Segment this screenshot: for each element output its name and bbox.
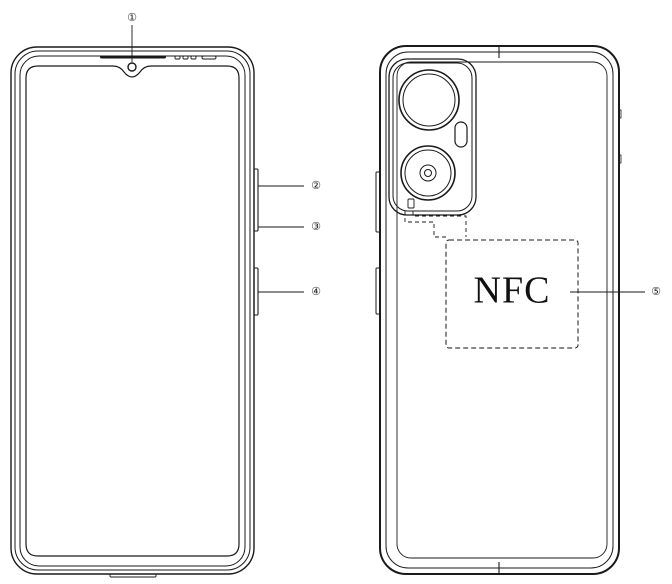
nfc-label: NFC — [474, 270, 551, 312]
front-outer-frame — [10, 46, 255, 575]
nfc-antenna-trace-2 — [412, 211, 467, 237]
second-camera-lens-ring — [419, 164, 437, 182]
back-side-button-1 — [375, 171, 381, 233]
callout-1-label: ① — [127, 11, 137, 24]
callout-5-label: ⑤ — [651, 285, 661, 298]
front-camera-icon — [127, 62, 137, 72]
phone-back-view: NFC — [375, 45, 622, 575]
volume-button — [253, 168, 259, 232]
back-side-mark-1 — [618, 109, 622, 119]
callout-3: ③ — [258, 220, 321, 233]
front-bottom-edge — [109, 573, 157, 578]
second-camera-lens-center — [424, 169, 432, 177]
callout-4-label: ④ — [311, 285, 321, 298]
nfc-area — [445, 239, 579, 349]
back-panel-inset — [396, 61, 608, 559]
main-camera-lens-outer — [398, 69, 460, 131]
nfc-antenna-trace — [404, 211, 446, 238]
callout-3-label: ③ — [311, 220, 321, 233]
mic-hole-icon — [407, 198, 415, 209]
callout-1: ① — [127, 11, 137, 62]
phone-front-view — [10, 46, 259, 578]
sensor-slot-2 — [182, 55, 189, 60]
sensor-slot-3 — [190, 55, 197, 60]
flash-icon — [454, 121, 468, 148]
second-camera-lens-inner — [404, 149, 452, 197]
camera-module-inner — [392, 62, 473, 212]
earpiece-speaker — [100, 55, 166, 59]
sensor-slot-4 — [201, 55, 217, 60]
power-button — [253, 267, 259, 316]
sensor-slot-1 — [174, 55, 181, 60]
camera-module — [388, 58, 477, 216]
second-camera-lens-outer — [400, 145, 456, 201]
main-camera-lens-inner — [402, 73, 456, 127]
callout-2-label: ② — [311, 179, 321, 192]
front-bezel — [19, 55, 246, 567]
camera-module-outer — [388, 58, 477, 216]
callout-5: ⑤ — [570, 285, 661, 298]
back-side-mark-2 — [618, 154, 622, 164]
back-side-button-2 — [375, 267, 381, 315]
front-frame-inner-line — [14, 50, 251, 571]
callout-2: ② — [258, 179, 321, 192]
front-screen — [25, 65, 240, 557]
callout-4: ④ — [258, 285, 321, 298]
